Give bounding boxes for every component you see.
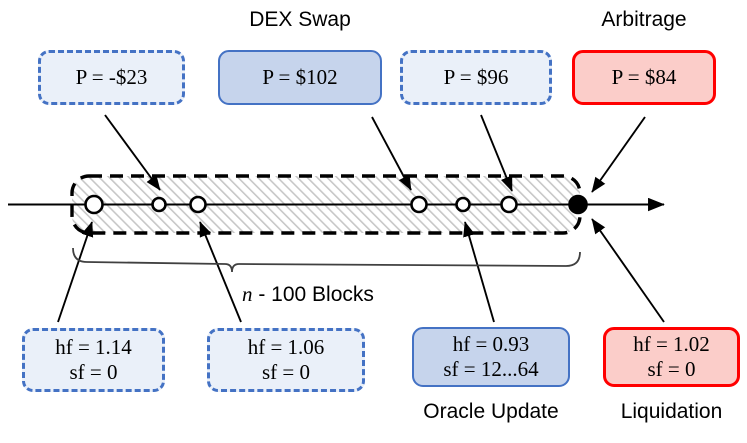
event-open-6[interactable] xyxy=(500,195,518,214)
factor-box-1-sf: sf = 0 xyxy=(69,360,118,384)
price-box-3[interactable]: P = $96 xyxy=(400,50,552,105)
event-open-4[interactable] xyxy=(410,195,428,214)
event-open-1[interactable] xyxy=(84,194,104,215)
factor-box-3-hf: hf = 0.93 xyxy=(452,332,530,357)
factor-box-3[interactable]: hf = 0.93 sf = 12...64 xyxy=(412,327,570,387)
caption-dex-swap: DEX Swap xyxy=(249,8,351,31)
connector-factor-1 xyxy=(57,221,94,323)
connector-price-1 xyxy=(104,114,161,191)
event-open-5[interactable] xyxy=(455,196,471,213)
block-range-label-var: n xyxy=(242,282,253,306)
caption-arbitrage: Arbitrage xyxy=(601,8,687,31)
connector-factor-4 xyxy=(591,218,665,323)
factor-box-2-hf: hf = 1.06 xyxy=(247,335,325,360)
block-range-label: n - 100 Blocks xyxy=(242,282,374,307)
price-box-4-text: P = $84 xyxy=(611,65,677,90)
price-box-3-text: P = $96 xyxy=(443,65,509,90)
block-window-region xyxy=(70,174,582,235)
factor-box-4[interactable]: hf = 1.02 sf = 0 xyxy=(603,327,740,387)
connector-factor-2 xyxy=(199,221,242,323)
connector-price-4 xyxy=(591,116,646,193)
price-box-4[interactable]: P = $84 xyxy=(572,50,716,105)
price-box-1-text: P = -$23 xyxy=(75,65,148,90)
factor-box-2[interactable]: hf = 1.06 sf = 0 xyxy=(207,328,365,392)
connector-factor-3 xyxy=(463,221,495,323)
block-range-bracket xyxy=(72,247,581,273)
price-box-2[interactable]: P = $102 xyxy=(218,50,382,105)
price-box-2-text: P = $102 xyxy=(262,65,338,90)
factor-box-3-sf: sf = 12...64 xyxy=(443,357,539,381)
factor-box-2-sf: sf = 0 xyxy=(261,360,310,384)
factor-box-1-hf: hf = 1.14 xyxy=(55,335,132,360)
caption-oracle-update: Oracle Update xyxy=(423,400,559,423)
factor-box-4-hf: hf = 1.02 xyxy=(633,332,710,357)
block-range-label-rest: - 100 Blocks xyxy=(252,283,374,306)
caption-liquidation: Liquidation xyxy=(620,400,723,423)
factor-box-1[interactable]: hf = 1.14 sf = 0 xyxy=(22,328,165,392)
event-liquidation[interactable] xyxy=(568,194,588,215)
connector-price-3 xyxy=(480,114,513,192)
factor-box-4-sf: sf = 0 xyxy=(647,357,696,381)
price-box-1[interactable]: P = -$23 xyxy=(38,50,185,105)
connector-price-2 xyxy=(371,116,412,191)
event-open-3[interactable] xyxy=(189,195,207,214)
event-open-2[interactable] xyxy=(151,196,167,213)
